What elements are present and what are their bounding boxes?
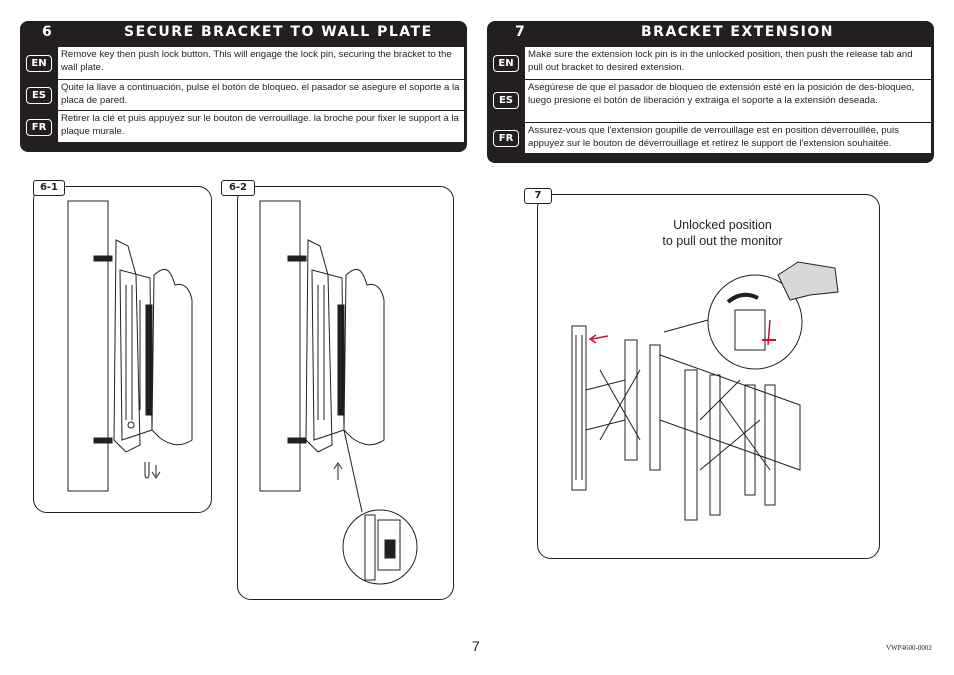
- figure-6-2-label: 6-2: [221, 180, 255, 196]
- monitor-rail-2: [709, 374, 721, 516]
- lang-badge-en: EN: [26, 55, 52, 72]
- wall-plate: [113, 239, 141, 453]
- wall-bolt-top: [93, 255, 113, 262]
- rotation-arrow-icon: [726, 292, 759, 304]
- step6-panel: 6 SECURE BRACKET TO WALL PLATE EN Remove…: [20, 21, 467, 152]
- figure-7: [537, 194, 880, 559]
- step7-text-fr: Assurez-vous que l'extension goupille de…: [525, 123, 931, 153]
- step7-number: 7: [515, 24, 527, 40]
- lang-badge-es: ES: [493, 92, 519, 109]
- detail-bracket: [377, 519, 401, 571]
- lang-badge-fr: FR: [26, 119, 52, 136]
- lang-badge-es: ES: [26, 87, 52, 104]
- bracket-rail-right: [744, 384, 756, 496]
- document-code: VWP4600-0002: [886, 644, 932, 652]
- figure-6-1-label: 6-1: [33, 180, 65, 196]
- page-number: 7: [472, 638, 480, 654]
- step7-panel: 7 BRACKET EXTENSION EN Make sure the ext…: [487, 21, 934, 163]
- caption-line-1: Unlocked position: [673, 218, 772, 232]
- zoom-leader-line: [663, 319, 709, 333]
- caption-line-2: to pull out the monitor: [662, 234, 783, 248]
- lock-button: [384, 539, 396, 559]
- step6-row-es: ES Quite la llave a continuación, pulse …: [20, 80, 467, 110]
- wall-plate: [571, 325, 587, 491]
- lang-badge-fr: FR: [493, 130, 519, 147]
- step6-row-fr: FR Retirer la clé et puis appuyez sur le…: [20, 111, 467, 142]
- monitor-rail-1: [684, 369, 698, 521]
- step7-title: BRACKET EXTENSION: [641, 24, 834, 40]
- figure-6-1: [33, 186, 212, 513]
- detail-zoom-circle: [342, 509, 418, 585]
- figure-7-label: 7: [524, 188, 552, 204]
- step7-header: 7 BRACKET EXTENSION: [487, 21, 934, 43]
- key-icon: [144, 462, 150, 479]
- figure-6-2-drawing: [259, 200, 418, 585]
- figure-7-caption: Unlocked position to pull out the monito…: [650, 217, 795, 249]
- figure-7-drawing: [571, 261, 839, 521]
- arrow-down-icon: [151, 465, 161, 479]
- bracket-rail-left: [624, 339, 638, 461]
- bracket-rail-right-inner: [764, 384, 776, 506]
- monitor-back: [151, 268, 193, 446]
- monitor-frame: [659, 354, 801, 471]
- lang-badge-en: EN: [493, 55, 519, 72]
- step6-text-en: Remove key then push lock button. This w…: [58, 47, 464, 79]
- step6-header: 6 SECURE BRACKET TO WALL PLATE: [20, 21, 467, 43]
- bracket-arm: [145, 304, 153, 416]
- monitor-back: [343, 268, 385, 446]
- hand-icon: [777, 261, 839, 301]
- wall-plate: [305, 239, 333, 453]
- wall-bolt-bottom: [93, 437, 113, 444]
- step6-text-fr: Retirer la clé et puis appuyez sur le bo…: [58, 111, 464, 142]
- step7-row-fr: FR Assurez-vous que l'extension goupille…: [487, 123, 934, 153]
- pull-direction-arrow-icon: [591, 335, 609, 340]
- bracket-arm: [337, 304, 345, 416]
- step6-row-en: EN Remove key then push lock button. Thi…: [20, 47, 467, 79]
- release-tab: [734, 309, 766, 351]
- wall-surface: [259, 200, 301, 492]
- figure-6-1-drawing: [67, 200, 193, 492]
- detail-plate: [364, 514, 376, 581]
- wall-surface: [67, 200, 109, 492]
- step7-text-en: Make sure the extension lock pin is in t…: [525, 47, 931, 79]
- step6-title: SECURE BRACKET TO WALL PLATE: [124, 24, 433, 40]
- wall-bolt-top: [287, 255, 307, 262]
- extension-arms: [585, 369, 641, 441]
- step7-row-es: ES Asegúrese de que el pasador de bloque…: [487, 80, 934, 122]
- step7-row-en: EN Make sure the extension lock pin is i…: [487, 47, 934, 79]
- step7-text-es: Asegúrese de que el pasador de bloqueo d…: [525, 80, 931, 122]
- arrow-up-icon: [333, 462, 343, 480]
- zoom-leader-line: [343, 429, 363, 513]
- wall-bolt-bottom: [287, 437, 307, 444]
- figure-6-2: [237, 186, 454, 600]
- bracket-rail-left-inner: [649, 344, 661, 471]
- step6-number: 6: [42, 24, 54, 40]
- step6-text-es: Quite la llave a continuación, pulse el …: [58, 80, 464, 110]
